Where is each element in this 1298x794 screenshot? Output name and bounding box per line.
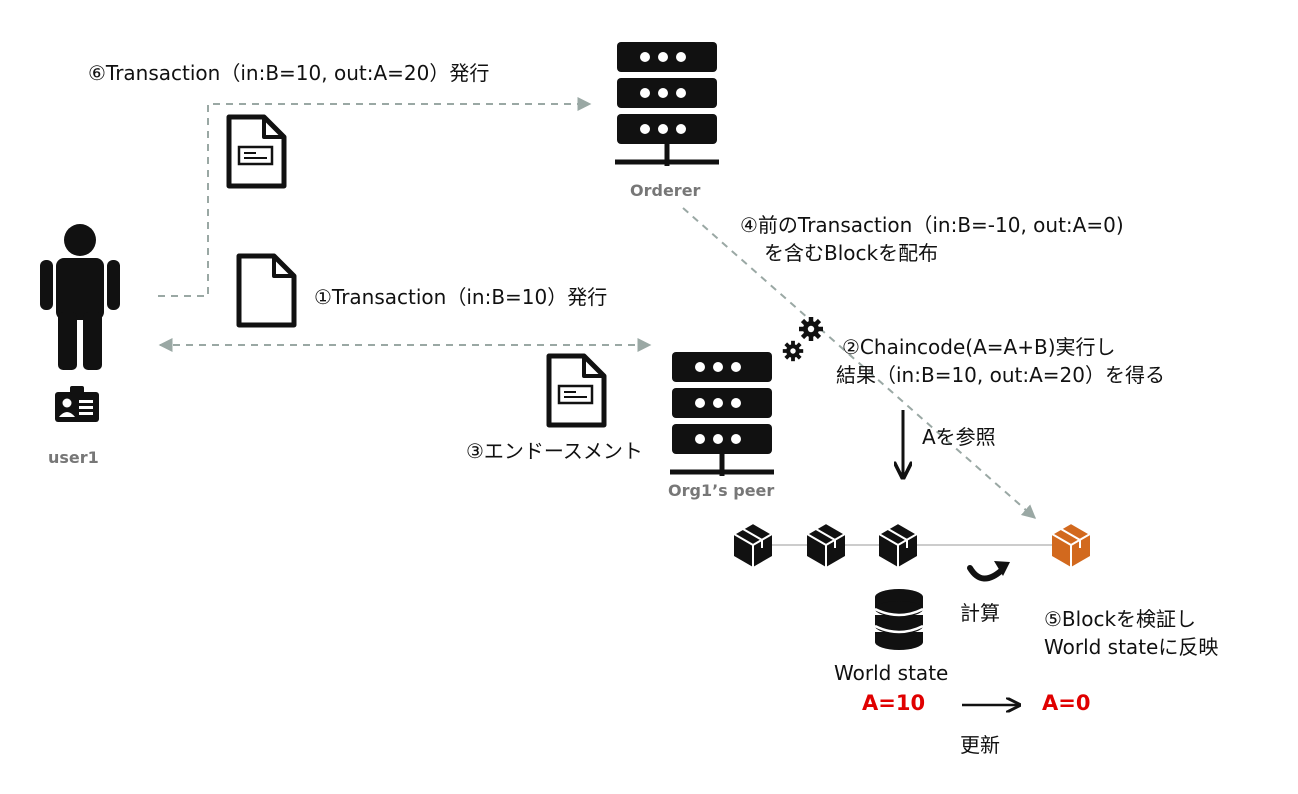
step3-endorsement-label: ③エンドースメント	[466, 439, 643, 463]
world-state-label: World state	[834, 661, 949, 685]
user-figure-icon	[40, 224, 120, 370]
step5-line1-label: ⑤Blockを検証し	[1044, 607, 1197, 631]
new-block-icon	[1050, 521, 1092, 567]
gear-icon-small	[780, 338, 806, 364]
orderer-server-icon	[615, 42, 719, 166]
id-badge-icon	[55, 386, 99, 422]
block-icon-2	[806, 522, 846, 568]
peer-server-icon	[670, 352, 774, 476]
step5-line2-label: World stateに反映	[1044, 635, 1219, 659]
endorsement-doc-icon	[549, 356, 604, 425]
signed-transaction-doc-icon	[229, 117, 284, 186]
step1-issue-label: ①Transaction（in:B=10）発行	[314, 285, 608, 309]
step6-submit-label: ⑥Transaction（in:B=10, out:A=20）発行	[88, 61, 490, 85]
block-icon-1	[733, 522, 773, 568]
block-icon-3	[878, 522, 918, 568]
calc-curved-arrow-icon	[967, 565, 1005, 582]
step2-line2-label: 結果（in:B=10, out:A=20）を得る	[836, 363, 1165, 387]
refer-label: Aを参照	[922, 425, 996, 449]
step2-line1-label: ②Chaincode(A=A+B)実行し	[842, 335, 1116, 359]
user-label: user1	[48, 448, 99, 467]
transaction-doc-icon	[239, 256, 294, 325]
value-after-label: A=0	[1042, 691, 1091, 715]
connectors	[158, 97, 1060, 705]
database-icon	[874, 589, 924, 650]
block-distribution-arrow	[682, 207, 1037, 519]
transaction-submit-arrow	[158, 97, 592, 297]
update-label: 更新	[960, 733, 1000, 757]
orderer-label: Orderer	[630, 181, 701, 200]
value-before-label: A=10	[862, 691, 926, 715]
calc-label: 計算	[960, 601, 1000, 625]
step4-line1-label: ④前のTransaction（in:B=-10, out:A=0)	[740, 213, 1124, 237]
step4-line2-label: を含むBlockを配布	[764, 241, 939, 265]
peer-label: Org1’s peer	[668, 481, 775, 500]
gear-icon-large	[799, 317, 823, 341]
